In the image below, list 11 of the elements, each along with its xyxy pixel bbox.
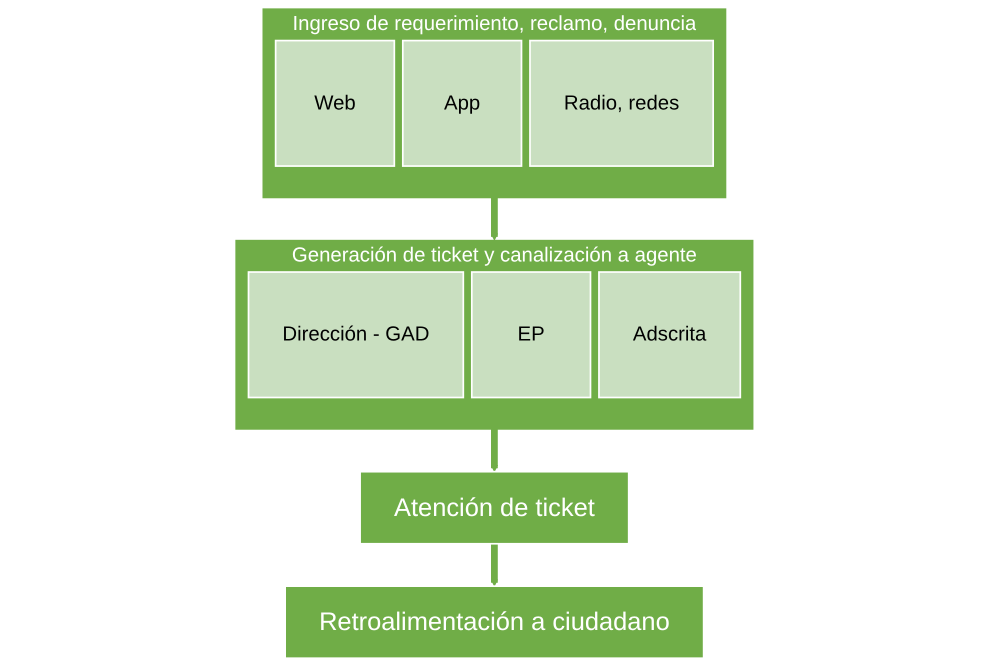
arrow	[490, 544, 498, 586]
arrow	[490, 429, 498, 472]
node-box: Dirección - GAD	[248, 271, 464, 398]
node-box: Web	[274, 40, 396, 167]
node-box: Adscrita	[598, 271, 742, 398]
node-box: EP	[471, 271, 592, 398]
node-box: App	[402, 40, 522, 167]
node-box: Radio, redes	[529, 40, 714, 167]
node-box: Atención de ticket	[359, 470, 630, 545]
node-box: Retroalimentación a ciudadano	[284, 585, 705, 660]
arrow	[490, 198, 498, 241]
